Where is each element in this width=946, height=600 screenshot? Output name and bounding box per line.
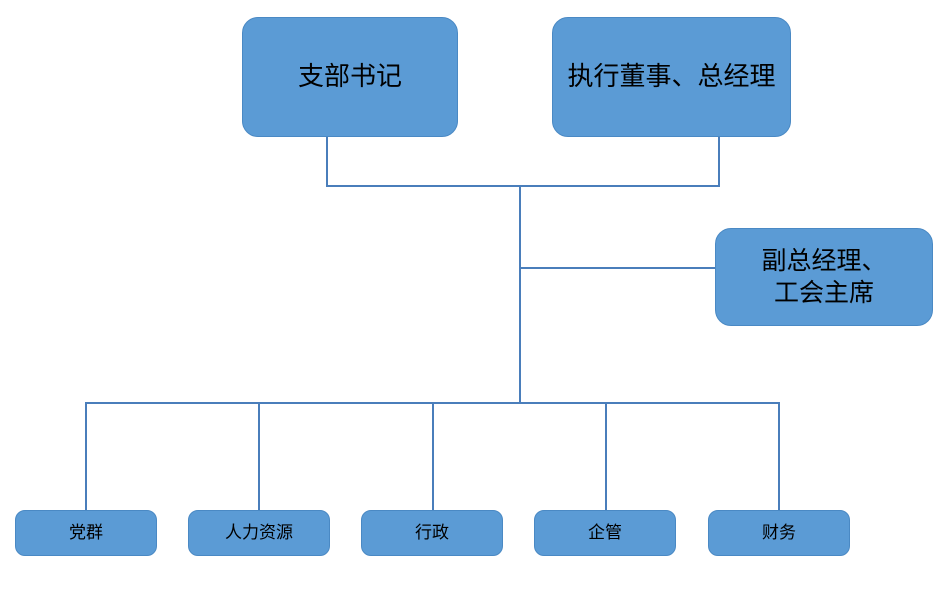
node-finance[interactable]: 财务	[708, 510, 850, 556]
connector-deputy-gm-branch	[519, 267, 716, 269]
connector-drop-party-mass	[85, 402, 87, 511]
node-executive-director-general-manager[interactable]: 执行董事、总经理	[552, 17, 791, 137]
node-deputy-general-manager-union-chair[interactable]: 副总经理、 工会主席	[715, 228, 933, 326]
node-human-resources[interactable]: 人力资源	[188, 510, 330, 556]
node-party-secretary[interactable]: 支部书记	[242, 17, 458, 137]
connector-party-secretary-drop	[326, 136, 328, 187]
connector-drop-human-resources	[258, 402, 260, 511]
connector-executive-director-drop	[718, 136, 720, 187]
connector-drop-enterprise-management	[605, 402, 607, 511]
connector-drop-administration	[432, 402, 434, 511]
node-party-mass[interactable]: 党群	[15, 510, 157, 556]
connector-drop-finance	[778, 402, 780, 511]
connector-main-trunk	[519, 185, 521, 404]
node-administration[interactable]: 行政	[361, 510, 503, 556]
node-enterprise-management[interactable]: 企管	[534, 510, 676, 556]
connector-top-join-bar	[326, 185, 720, 187]
